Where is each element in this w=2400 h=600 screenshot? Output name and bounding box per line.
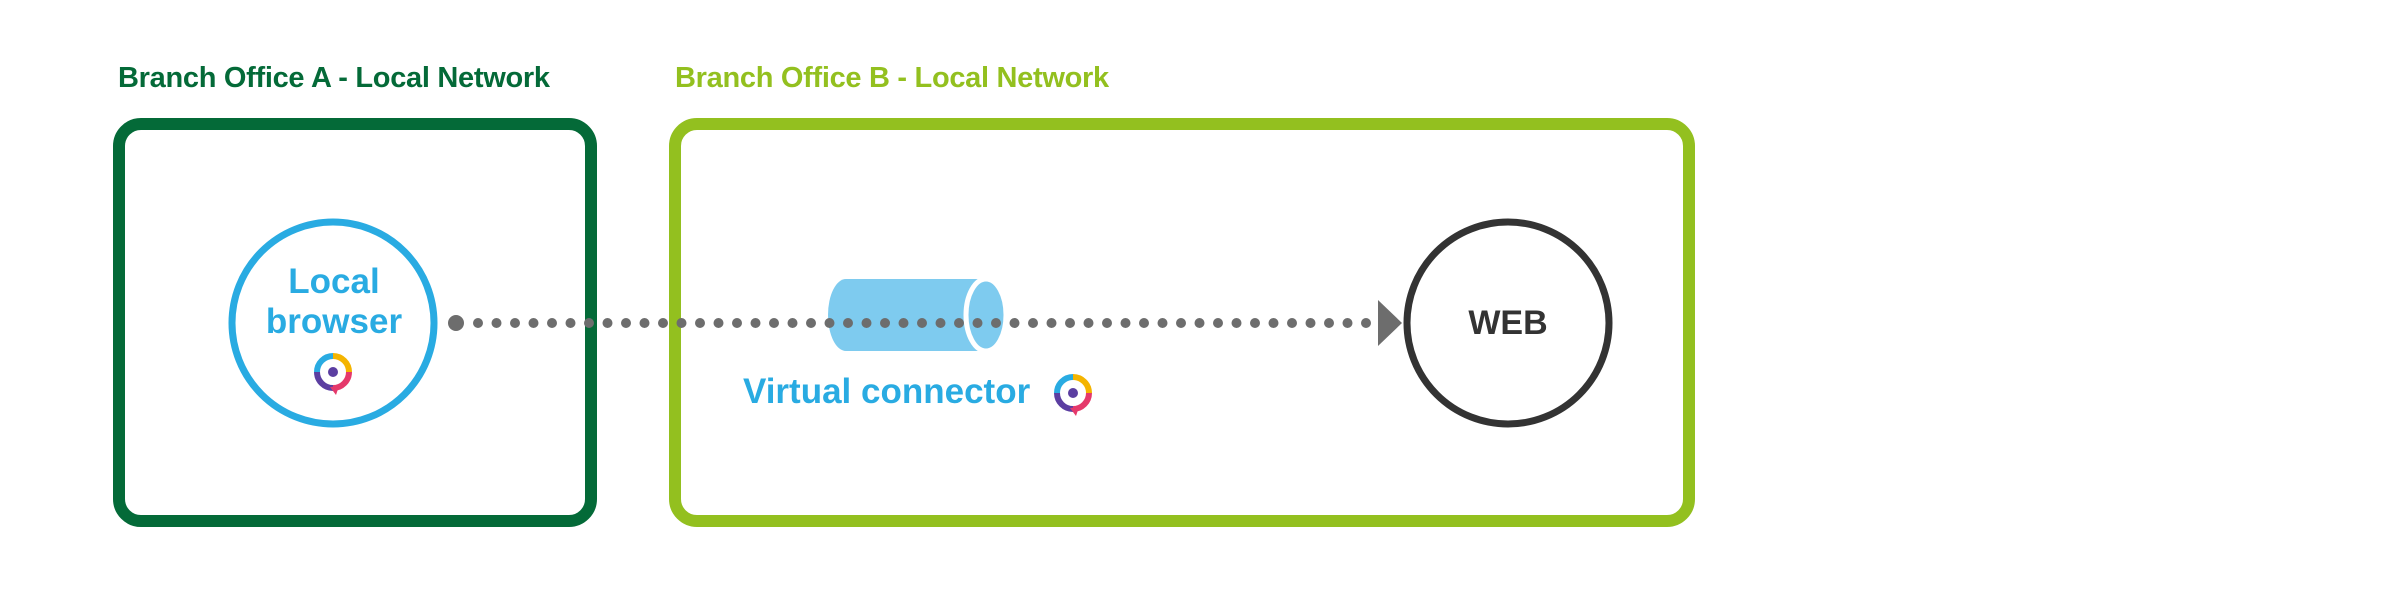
connection-dot bbox=[1287, 318, 1297, 328]
connection-dot bbox=[510, 318, 520, 328]
local-browser-label: Local browser bbox=[234, 262, 434, 342]
connection-dot bbox=[806, 318, 816, 328]
branch-office-a-title: Branch Office A - Local Network bbox=[118, 62, 550, 94]
connection-dot bbox=[954, 318, 964, 328]
qlik-logo-icon bbox=[314, 353, 352, 395]
connection-dot bbox=[898, 318, 909, 328]
connection-start-dot bbox=[448, 315, 464, 331]
connection-dot bbox=[1361, 318, 1371, 328]
connection-dot bbox=[1176, 318, 1186, 328]
connection-dot bbox=[1120, 318, 1131, 328]
connection-dot bbox=[676, 318, 687, 328]
connection-dot bbox=[639, 318, 650, 328]
connection-dot bbox=[1324, 318, 1334, 328]
connection-dot bbox=[1194, 318, 1205, 328]
connection-dot bbox=[1046, 318, 1057, 328]
connection-dot bbox=[1250, 318, 1260, 328]
connection-dot bbox=[1305, 318, 1316, 328]
connection-dot bbox=[1342, 318, 1353, 328]
connection-dot bbox=[1213, 318, 1223, 328]
connection-dot bbox=[843, 318, 853, 328]
connection-dot bbox=[584, 318, 594, 328]
connection-dot bbox=[1102, 318, 1112, 328]
connection-dot bbox=[732, 318, 742, 328]
connection-dot bbox=[695, 318, 705, 328]
connection-dot bbox=[1065, 318, 1075, 328]
connection-dot bbox=[935, 318, 946, 328]
connection-dot bbox=[1083, 318, 1094, 328]
connection-dot bbox=[473, 318, 483, 328]
connection-dot bbox=[621, 318, 631, 328]
connection-dot bbox=[880, 318, 890, 328]
qlik-logo-icon bbox=[1054, 374, 1092, 416]
connection-dot bbox=[713, 318, 724, 328]
branch-office-b-box bbox=[669, 118, 1695, 527]
connection-dot bbox=[750, 318, 761, 328]
web-label: WEB bbox=[1468, 304, 1548, 342]
connection-dot bbox=[917, 318, 927, 328]
connection-dot bbox=[824, 318, 835, 328]
connection-dot bbox=[658, 318, 668, 328]
connection-dot bbox=[1157, 318, 1168, 328]
connection-dot bbox=[565, 318, 576, 328]
connection-dot bbox=[769, 318, 779, 328]
connection-dot bbox=[972, 318, 983, 328]
connection-dot bbox=[1231, 318, 1242, 328]
virtual-connector-label: Virtual connector bbox=[743, 372, 1031, 411]
connection-dot bbox=[1028, 318, 1038, 328]
local-browser-node bbox=[228, 218, 438, 428]
connection-dot bbox=[861, 318, 872, 328]
connection-arrowhead bbox=[1378, 300, 1402, 346]
branch-office-b-title: Branch Office B - Local Network bbox=[675, 62, 1109, 94]
connection-dot bbox=[491, 318, 502, 328]
connection-dot bbox=[1009, 318, 1020, 328]
local-browser-label-line2: browser bbox=[265, 302, 403, 341]
connection-dot bbox=[1139, 318, 1149, 328]
virtual-connector-cylinder bbox=[828, 276, 1009, 354]
local-browser-label-line1: Local bbox=[288, 262, 380, 301]
connection-dot bbox=[991, 318, 1001, 328]
connection-dot bbox=[528, 318, 539, 328]
connection-dot bbox=[1268, 318, 1279, 328]
dotted-connection-line bbox=[473, 318, 1371, 328]
web-node bbox=[1403, 218, 1613, 428]
connection-dot bbox=[787, 318, 798, 328]
connection-dot bbox=[602, 318, 613, 328]
connection-dot bbox=[547, 318, 557, 328]
